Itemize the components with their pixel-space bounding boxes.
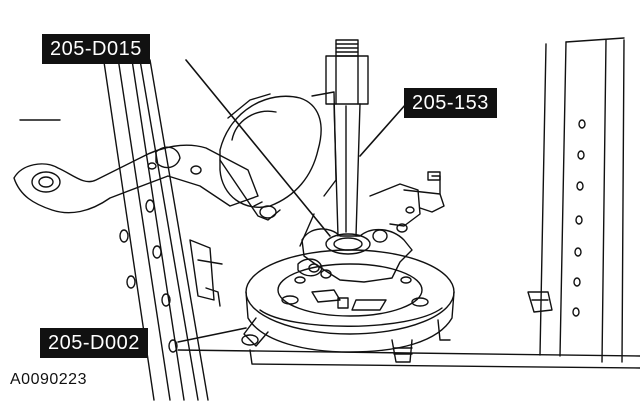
callout-205-d002: 205-D002 [40,328,148,358]
bench [178,350,640,368]
forcing-screw [326,40,368,236]
hub-flange [242,250,454,362]
right-frame [528,38,624,362]
leader-lines [178,60,406,342]
figure-id: A0090223 [10,371,87,388]
knuckle [298,172,444,282]
control-arm [14,145,280,220]
callout-205-153: 205-153 [404,88,497,118]
callout-205-d015: 205-D015 [42,34,150,64]
